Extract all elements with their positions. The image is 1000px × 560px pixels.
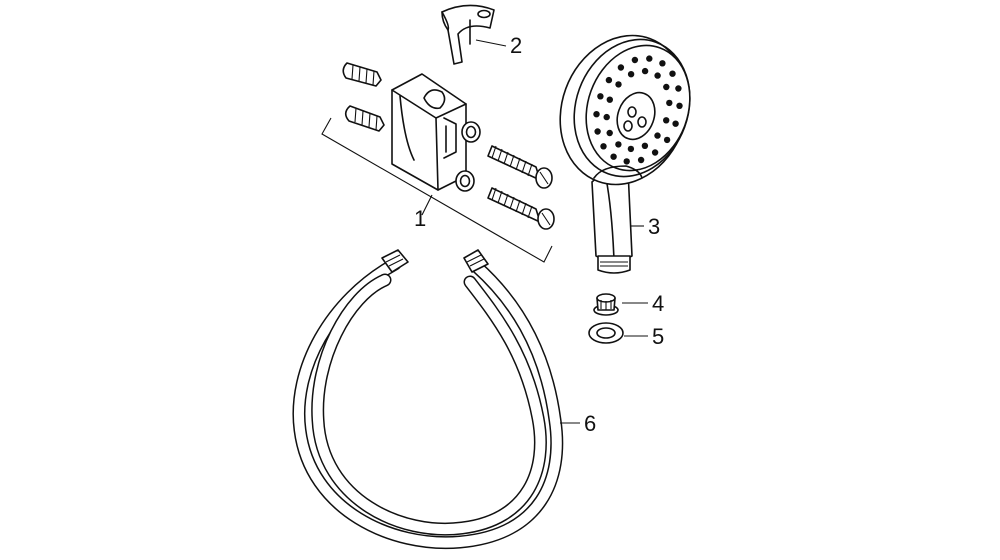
callout-4: 4 <box>652 291 664 316</box>
callout-6: 6 <box>584 411 596 436</box>
callout-3: 3 <box>648 214 660 239</box>
leader-line-1 <box>421 194 433 216</box>
wall-plug-icon <box>344 105 385 132</box>
spray-nozzle <box>637 156 645 164</box>
spray-nozzle <box>600 143 607 150</box>
spray-nozzle <box>641 67 649 75</box>
seal-washer-icon <box>588 322 624 344</box>
spray-nozzle <box>594 128 601 135</box>
spray-nozzle <box>606 129 613 137</box>
spray-nozzle <box>663 83 670 91</box>
spray-nozzle <box>617 64 625 71</box>
spray-nozzle <box>605 76 613 84</box>
spray-nozzle <box>675 85 682 92</box>
spray-nozzle <box>597 93 604 100</box>
spray-nozzle <box>669 70 676 77</box>
spray-nozzle <box>641 142 649 149</box>
spray-nozzle <box>615 81 622 88</box>
washer-icon <box>461 121 481 143</box>
spray-nozzle <box>651 149 659 156</box>
spray-nozzle <box>615 141 622 148</box>
spray-nozzle <box>663 136 671 144</box>
spray-nozzle <box>623 158 630 165</box>
spray-nozzle <box>666 99 673 107</box>
spray-nozzle <box>654 72 661 79</box>
leader-line-2 <box>475 39 507 47</box>
spray-nozzle <box>646 55 653 62</box>
spray-nozzle <box>603 113 610 121</box>
spray-nozzle <box>672 120 679 127</box>
spray-nozzle <box>593 111 600 118</box>
spray-nozzle <box>606 96 613 103</box>
wall-bracket-set-icon <box>321 62 555 263</box>
spray-nozzle <box>627 71 635 78</box>
callout-2: 2 <box>510 33 522 58</box>
callout-1: 1 <box>414 206 426 231</box>
spray-nozzle <box>631 56 639 64</box>
screw-icon <box>487 187 555 230</box>
shower-hose-icon <box>292 249 564 550</box>
holder-clip-icon <box>441 4 495 65</box>
wall-mount-block-icon <box>391 73 467 191</box>
wall-plug-icon <box>342 62 382 87</box>
spray-nozzle <box>676 102 683 110</box>
callout-5: 5 <box>652 324 664 349</box>
screw-icon <box>487 145 553 189</box>
spray-nozzle <box>627 145 635 153</box>
hand-shower-icon <box>559 34 691 274</box>
spray-nozzle <box>659 60 666 67</box>
filter-insert-icon <box>593 293 619 316</box>
spray-nozzle <box>610 153 617 160</box>
spray-nozzles <box>593 55 683 165</box>
group-bracket-line <box>321 117 553 263</box>
spray-nozzle <box>654 132 661 139</box>
washer-icon <box>455 170 475 192</box>
leader-lines <box>421 39 648 424</box>
spray-nozzle <box>663 117 670 124</box>
